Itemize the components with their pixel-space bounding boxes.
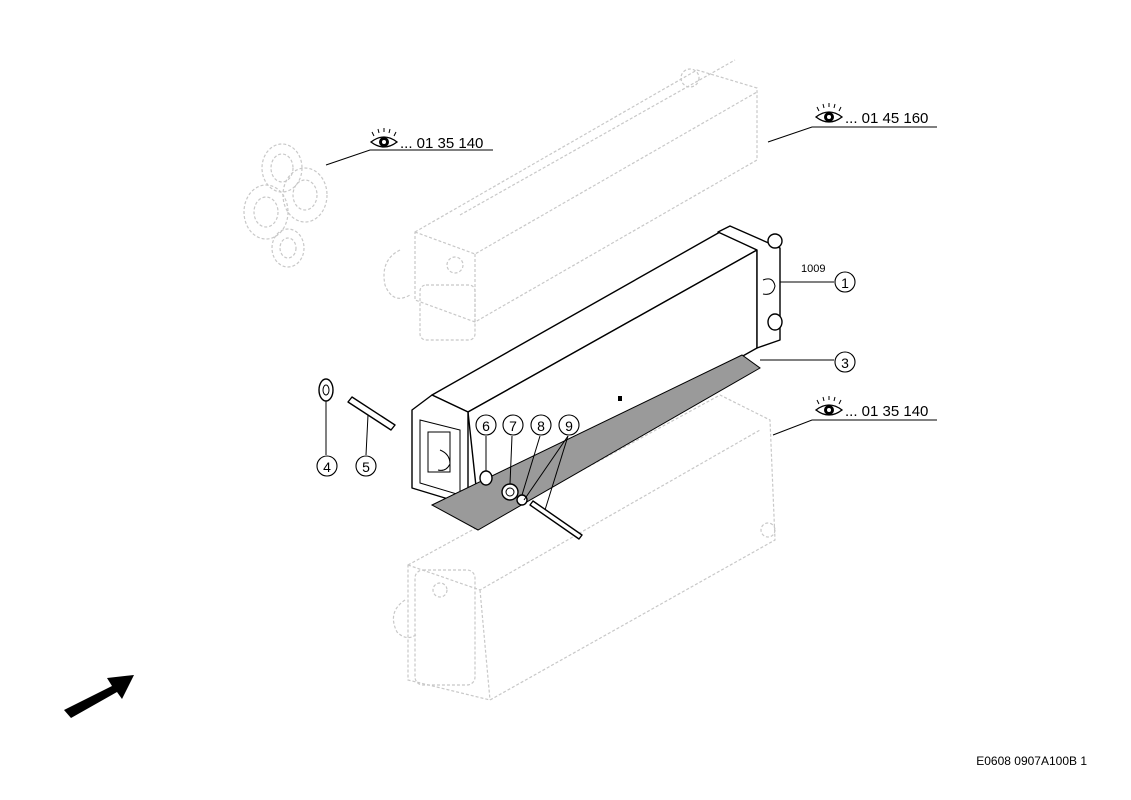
reference-text-1: ... 01 35 140: [400, 135, 483, 152]
callout-3: 3: [834, 351, 856, 373]
reference-label-2: ... 01 45 160: [814, 103, 928, 127]
leader-lines: [325, 126, 937, 511]
direction-arrow-icon: [64, 675, 134, 718]
part-1-sub-label: 1009: [801, 263, 825, 275]
callout-6: 6: [475, 414, 497, 436]
callout-4: 4: [316, 455, 338, 477]
reference-text-2: ... 01 45 160: [845, 110, 928, 127]
ghost-upper-cooler: [383, 59, 758, 341]
callout-5-label: 5: [362, 459, 370, 475]
oil-cooler-part-1: [411, 225, 783, 506]
callout-8-label: 8: [537, 418, 545, 434]
bolt-part-9: [529, 500, 583, 540]
ghost-lower-cooler: [392, 394, 776, 701]
callout-7-label: 7: [509, 418, 517, 434]
callout-7: 7: [502, 414, 524, 436]
callout-6-label: 6: [482, 418, 490, 434]
reference-text-3: ... 01 35 140: [845, 403, 928, 420]
reference-label-3: ... 01 35 140: [814, 396, 928, 420]
ghost-seal-rings: [243, 143, 328, 268]
callout-5: 5: [355, 455, 377, 477]
drawing-code: E0608 0907A100B 1: [976, 754, 1087, 768]
pin-part-5: [347, 396, 396, 431]
callout-8: 8: [530, 414, 552, 436]
eye-icon: [814, 396, 844, 416]
callout-9: 9: [558, 414, 580, 436]
callout-4-label: 4: [323, 459, 331, 475]
seal-ring-part-4: [318, 378, 334, 402]
callout-1: 1: [834, 271, 856, 293]
eye-icon: [369, 128, 399, 148]
eye-icon: [814, 103, 844, 123]
callout-3-label: 3: [841, 355, 849, 371]
callout-1-label: 1: [841, 275, 849, 291]
reference-label-1: ... 01 35 140: [369, 128, 483, 152]
callout-9-label: 9: [565, 418, 573, 434]
